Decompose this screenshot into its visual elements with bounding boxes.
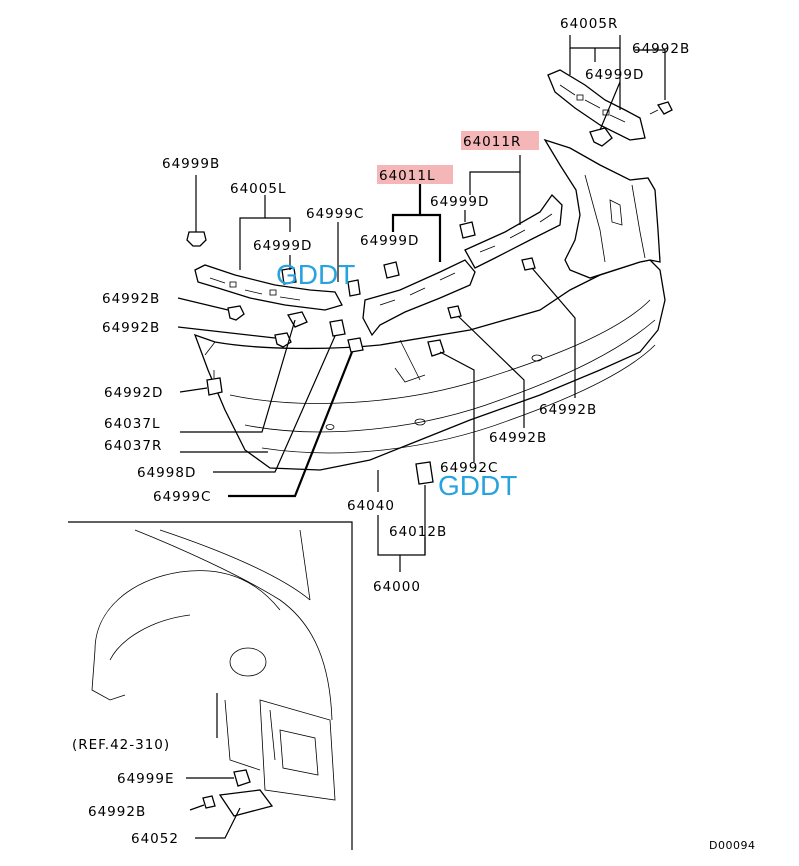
label-64005R: 64005R: [560, 16, 618, 32]
label-64992B-center: 64992B: [489, 430, 547, 446]
rear-bumper-fascia: [193, 138, 666, 471]
nut-64012B: [415, 461, 434, 485]
label-64999C-bottom: 64999C: [153, 489, 211, 505]
bolt-64992D: [206, 370, 223, 396]
clip-64999B-top: [186, 231, 207, 247]
label-64992C: 64992C: [440, 460, 498, 476]
screw-64992B-center: [447, 305, 462, 319]
label-64037R: 64037R: [104, 438, 162, 454]
label-64011L: 64011L: [379, 168, 435, 184]
label-64999C-top: 64999C: [306, 206, 364, 222]
label-64992B-inset: 64992B: [88, 804, 146, 820]
center-right-bracket: [464, 193, 563, 269]
label-64998D: 64998D: [137, 465, 196, 481]
label-64012B: 64012B: [389, 524, 447, 540]
highlight-64011R: [461, 131, 539, 150]
part-labels: 64005R 64992B 64999D 64011R 64999B 64011…: [72, 16, 755, 852]
label-64999D-mid: 64999D: [253, 238, 312, 254]
clip-64999C-top: [347, 279, 361, 297]
label-64992B-top: 64992B: [632, 41, 690, 57]
label-64052: 64052: [131, 831, 179, 847]
leader-lines: [177, 35, 666, 572]
label-64000: 64000: [373, 579, 421, 595]
clip-64999D-center: [459, 221, 476, 239]
label-64005L: 64005L: [230, 181, 286, 197]
highlight-64011L: [377, 165, 453, 184]
clip-64999C-bottom: [347, 337, 364, 353]
label-64999E: 64999E: [117, 771, 174, 787]
label-64999D-top: 64999D: [585, 67, 644, 83]
watermark-top: GDDT: [276, 259, 355, 290]
inset-panel: [68, 521, 353, 850]
clip-64999D-left: [383, 261, 400, 279]
left-upper-bracket: [194, 264, 343, 311]
label-64999B: 64999B: [162, 156, 220, 172]
right-upper-bracket: [547, 69, 646, 141]
label-64011R: 64011R: [463, 134, 521, 150]
screw-64992B-right: [521, 257, 536, 271]
label-64999D-left: 64999D: [360, 233, 419, 249]
retainer-64037: [286, 311, 308, 328]
screw-64992B-top-right: [649, 101, 673, 115]
center-left-bracket: [362, 259, 476, 337]
watermark-bottom: GDDT: [438, 470, 517, 501]
label-64999D-center: 64999D: [430, 194, 489, 210]
label-64992B-2: 64992B: [102, 320, 160, 336]
label-64992B-right: 64992B: [539, 402, 597, 418]
label-64992B-1: 64992B: [102, 291, 160, 307]
diagram-code: D00094: [709, 839, 755, 852]
clip-64998D: [329, 319, 346, 337]
label-64040: 64040: [347, 498, 395, 514]
label-64037L: 64037L: [104, 416, 160, 432]
screw-64992B-2: [274, 332, 292, 348]
clip-64999D-top: [589, 127, 613, 147]
screw-64992B-1: [227, 305, 245, 321]
label-64992D: 64992D: [104, 385, 163, 401]
label-reference: (REF.42-310): [72, 737, 170, 753]
